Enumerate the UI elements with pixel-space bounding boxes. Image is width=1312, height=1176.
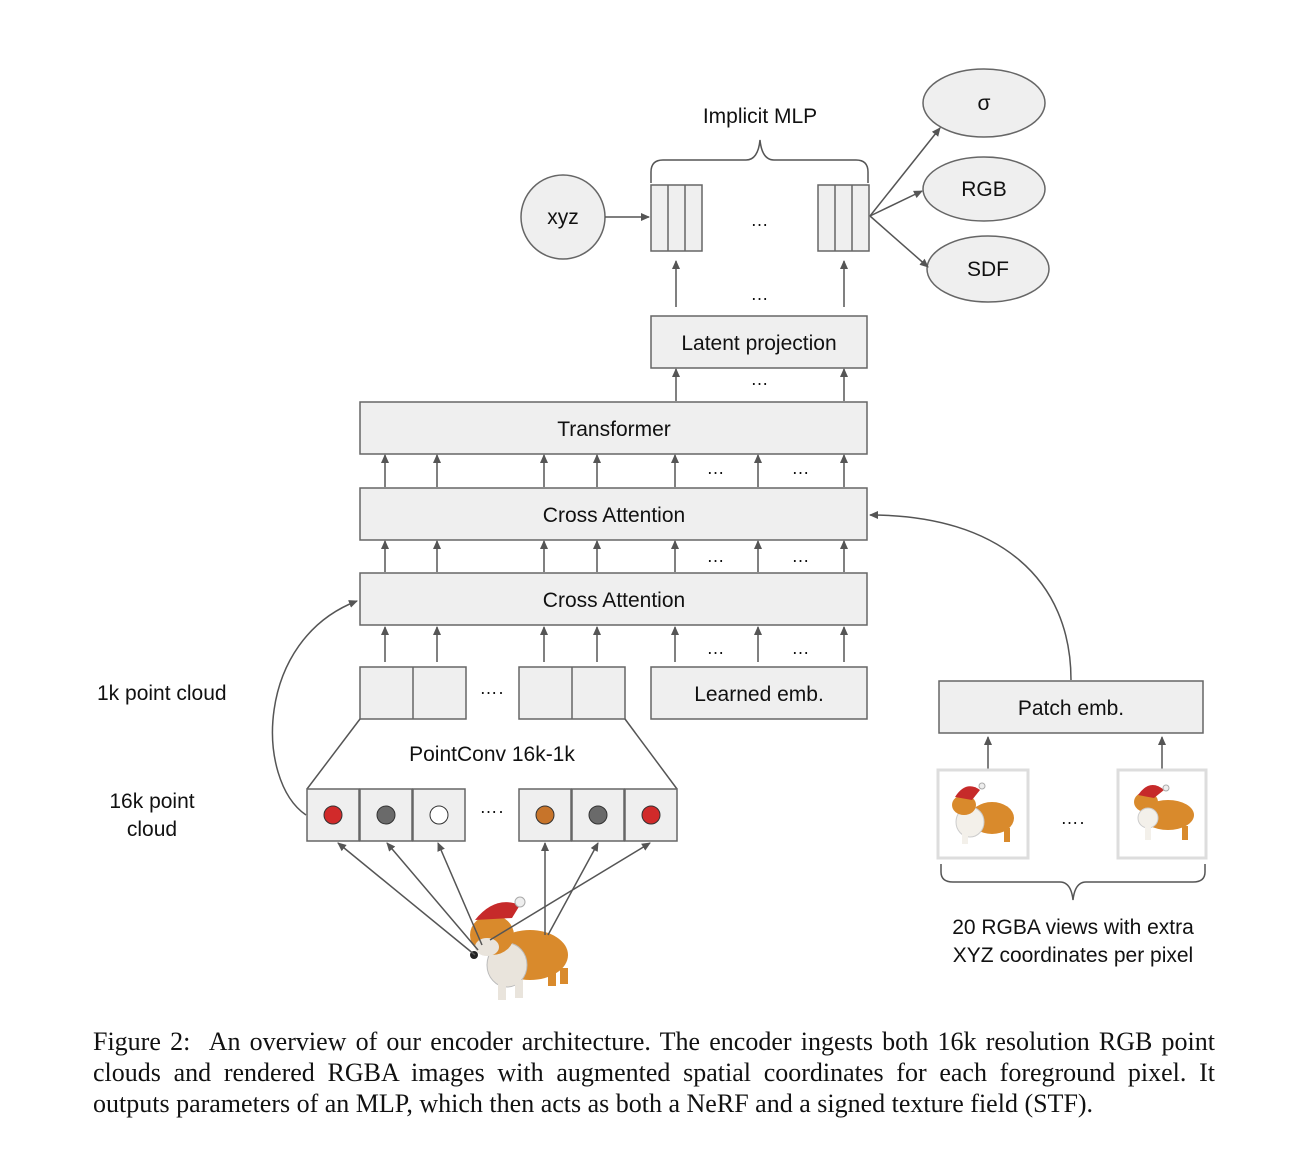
- rgba-view-left: [936, 768, 1030, 860]
- patch-emb-box: [938, 680, 1204, 734]
- caption-text: An overview of our encoder architecture.…: [93, 1027, 1216, 1118]
- tokens-to-cross-attention-ellipsis-2: …: [792, 638, 811, 658]
- implicit-mlp-brace: [650, 139, 869, 183]
- patch-to-cross-attention-arrow: [869, 511, 1072, 681]
- sigma-arrow: [869, 127, 941, 217]
- corgi-point-cloud-image: [470, 896, 568, 1000]
- sigma-node: [922, 68, 1046, 138]
- cross-attention-bottom-label: Cross Attention: [543, 589, 685, 612]
- point-token-ellipsis: ….: [479, 678, 504, 698]
- point-cloud-16k-label-line1: 16k point: [109, 790, 194, 813]
- cross-attention-top-to-transformer-ellipsis-1: …: [707, 458, 726, 478]
- pointconv-left-edge: [306, 718, 361, 790]
- sigma-label: σ: [978, 92, 991, 115]
- views-brace: [940, 864, 1206, 901]
- cross-attention-top-box: [359, 487, 868, 541]
- transformer-box: [359, 401, 868, 455]
- transformer-ellipsis: …: [751, 369, 770, 389]
- pointconv-label: PointConv 16k-1k: [409, 743, 575, 766]
- point-dot-3: [429, 805, 449, 825]
- rgb-label: RGB: [961, 178, 1007, 201]
- point-dot-1: [323, 805, 343, 825]
- rgb-node: [922, 156, 1046, 222]
- transformer-label: Transformer: [557, 418, 671, 441]
- cross-attention-bottom-box: [359, 572, 868, 626]
- mlp-layer-left: [650, 184, 703, 252]
- tokens-to-cross-attention-ellipsis-1: …: [707, 638, 726, 658]
- rgba-view-right: [1116, 768, 1208, 860]
- latent-projection-box: [650, 315, 868, 369]
- point-cells-ellipsis: ….: [479, 797, 504, 817]
- point-cloud-16k-cells: [306, 788, 678, 842]
- latent-ellipsis: …: [751, 284, 770, 304]
- point-cloud-1k-label: 1k point cloud: [97, 682, 227, 705]
- point-cloud-skip-arrow: [271, 600, 358, 816]
- views-label-line2: XYZ coordinates per pixel: [953, 944, 1193, 967]
- implicit-mlp-label: Implicit MLP: [703, 105, 817, 128]
- sdf-arrow: [869, 215, 929, 268]
- cross-attention-top-label: Cross Attention: [543, 504, 685, 527]
- cross-attention-bottom-to-top-ellipsis-2: …: [792, 546, 811, 566]
- learned-emb-label: Learned emb.: [694, 683, 824, 706]
- views-ellipsis: ….: [1060, 808, 1085, 828]
- patch-emb-label: Patch emb.: [1018, 697, 1124, 720]
- xyz-label: xyz: [547, 206, 579, 229]
- pointconv-right-edge: [624, 718, 678, 790]
- latent-projection-label: Latent projection: [681, 332, 836, 355]
- point-dot-4: [535, 805, 555, 825]
- cross-attention-top-to-transformer-ellipsis-2: …: [792, 458, 811, 478]
- learned-emb-box: [650, 666, 868, 720]
- point-dot-2: [376, 805, 396, 825]
- point-token-box-2: [518, 666, 626, 720]
- point-dot-5: [588, 805, 608, 825]
- token-arrow-rows: … … … … … …: [381, 454, 848, 662]
- corgi-to-cells-arrows: [337, 842, 651, 956]
- sdf-node: [926, 235, 1050, 303]
- point-cloud-16k-label-line2: cloud: [127, 818, 177, 841]
- cross-attention-bottom-to-top-ellipsis-1: …: [707, 546, 726, 566]
- figure-caption: Figure 2: An overview of our encoder arc…: [93, 1026, 1215, 1119]
- views-label-line1: 20 RGBA views with extra: [952, 916, 1194, 939]
- mlp-layer-right: [817, 184, 870, 252]
- rgb-arrow: [869, 190, 923, 217]
- point-dot-6: [641, 805, 661, 825]
- caption-label: Figure 2:: [93, 1027, 191, 1056]
- point-token-box-1: [359, 666, 467, 720]
- sdf-label: SDF: [967, 258, 1009, 281]
- mlp-ellipsis: …: [751, 210, 770, 230]
- encoder-architecture-diagram: Implicit MLP xyz … σ RGB SDF … Latent pr…: [97, 68, 1208, 1000]
